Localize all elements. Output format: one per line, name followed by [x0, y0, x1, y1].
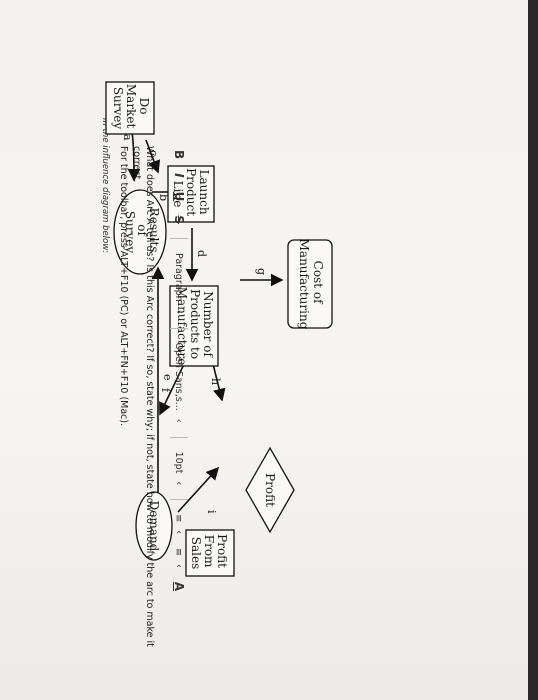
italic-button[interactable]: I: [172, 173, 186, 178]
font-select[interactable]: Open Sans,s... ‹: [174, 343, 185, 423]
paragraph-select[interactable]: Paragraph ‹: [174, 253, 185, 313]
node-profit-from-sales: [185, 529, 235, 577]
toolbar-divider: [170, 327, 188, 329]
question-line-1: What does Arc A tell us? Is this Arc cor…: [131, 146, 155, 647]
strikethrough-button[interactable]: S: [172, 215, 186, 225]
arc-label-e: e: [161, 374, 174, 381]
chevron-down-icon: ‹: [173, 481, 185, 486]
node-number-of-products: [169, 285, 219, 367]
chevron-down-icon: ‹: [173, 418, 185, 423]
size-select[interactable]: 10pt ‹: [174, 452, 185, 486]
node-profit-from-sales-text: Profit From Sales: [189, 534, 229, 572]
editor-toolbar: B I U S Paragraph ‹ Open Sans,s... ‹ 10p…: [166, 150, 192, 670]
arc-label-g: g: [255, 268, 268, 275]
arc-label-b: b: [157, 194, 170, 201]
arc-label-f: f: [159, 388, 172, 393]
chevron-down-icon: ‹: [173, 309, 185, 314]
toolbar-divider: [170, 499, 188, 501]
toolbar-divider: [170, 436, 188, 438]
size-label: 10pt: [173, 451, 185, 474]
node-do-market-survey: [105, 81, 155, 135]
node-results-of-survey: [113, 189, 167, 275]
node-cost-of-manufacturing-text: Cost of Manufacturing: [297, 239, 325, 330]
node-profit-text: Profit: [263, 473, 277, 507]
node-demand-text: Demand: [147, 501, 161, 552]
node-launch-product-line: [167, 165, 215, 223]
chevron-down-icon: ‹: [173, 563, 185, 568]
arc-label-i: i: [205, 510, 218, 514]
arc-label-a: a: [121, 134, 134, 141]
node-launch-product-line-text: Launch Product Line: [171, 168, 211, 220]
text-color-button[interactable]: A: [172, 581, 186, 592]
node-cost-of-manufacturing: [287, 239, 333, 329]
node-do-market-survey-text: Do Market Survey: [111, 84, 151, 132]
question-text: What does Arc A tell us? Is this Arc cor…: [117, 146, 156, 666]
font-label: Open Sans,s...: [173, 342, 185, 411]
arc-c: [145, 139, 161, 174]
list-icon: ≡: [173, 548, 185, 556]
bold-button[interactable]: B: [172, 150, 186, 160]
numbered-list-button[interactable]: ≡ ‹: [174, 548, 185, 568]
node-number-of-products-text: Number of Products to Manufacture: [175, 287, 215, 366]
paragraph-label: Paragraph: [173, 253, 185, 302]
arc-f: [159, 359, 187, 416]
arc-label-c: c: [147, 150, 160, 156]
toolbar-divider: [170, 238, 188, 240]
arc-label-d: d: [195, 250, 208, 257]
list-icon: ≡: [173, 514, 185, 523]
bullet-list-button[interactable]: ≡ ‹: [174, 514, 185, 534]
node-results-of-survey-text: Results of Survey: [123, 208, 161, 257]
arc-label-h: h: [209, 378, 222, 385]
node-demand: [135, 491, 173, 561]
node-profit: [245, 446, 295, 534]
arc-i: [177, 466, 220, 513]
chevron-down-icon: ‹: [173, 530, 185, 535]
underline-button[interactable]: U: [172, 191, 186, 202]
question-line-2: For the toolbar, press ALT+F10 (PC) or A…: [118, 146, 129, 427]
